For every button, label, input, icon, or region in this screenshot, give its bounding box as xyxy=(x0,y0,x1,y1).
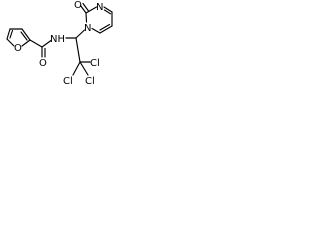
bond-furan-c5-c4-double xyxy=(9,29,14,39)
bond-nh-carbonyl xyxy=(41,39,52,48)
pyrimidinone-ring xyxy=(79,2,113,34)
bond-c2-o xyxy=(79,4,87,14)
atom-label-pyrimidine-n1: N xyxy=(84,23,91,34)
trichloroethyl-group xyxy=(65,37,91,76)
bond-furan-c2-o1 xyxy=(21,39,31,47)
bond-c2-n3 xyxy=(85,6,98,14)
bond-furan-c3-c2-double xyxy=(20,31,28,41)
atom-label-chlorine-3: Cl xyxy=(85,76,95,87)
bond-n1-ch xyxy=(75,29,86,39)
bond-carbonyl-furan xyxy=(29,39,43,48)
furan-ring xyxy=(6,28,31,47)
bond-c5-c6 xyxy=(99,25,113,34)
bond-furan-o1-c5 xyxy=(6,38,15,47)
atom-label-pyrimidine-n3: N xyxy=(96,2,103,13)
atom-label-amide-oxygen: O xyxy=(39,58,47,69)
atom-label-chlorine-1: Cl xyxy=(90,58,100,69)
bond-ch-ccl3 xyxy=(75,37,81,63)
bond-furan-c3-c2 xyxy=(21,28,31,41)
amide-group xyxy=(29,39,52,58)
bond-c5-c6-double xyxy=(99,23,111,31)
atom-label-amide-nh: NH xyxy=(50,34,65,45)
bond-c2-o-double xyxy=(82,2,90,12)
bond-c6-n1 xyxy=(91,27,101,34)
atom-label-chlorine-2: Cl xyxy=(63,76,73,87)
bond-c-cl3 xyxy=(79,61,89,76)
bond-furan-c5-c4 xyxy=(6,28,11,40)
chemical-structure-diagram: O N N NH O O Cl Cl Cl xyxy=(6,0,113,87)
bond-c-cl2 xyxy=(72,61,81,76)
bond-n1-c2 xyxy=(85,12,88,23)
bond-n3-c4-double xyxy=(103,9,112,15)
bond-n3-c4 xyxy=(103,6,113,13)
atom-label-furan-oxygen: O xyxy=(14,43,22,54)
atom-label-pyrimidinone-oxygen: O xyxy=(74,0,82,11)
